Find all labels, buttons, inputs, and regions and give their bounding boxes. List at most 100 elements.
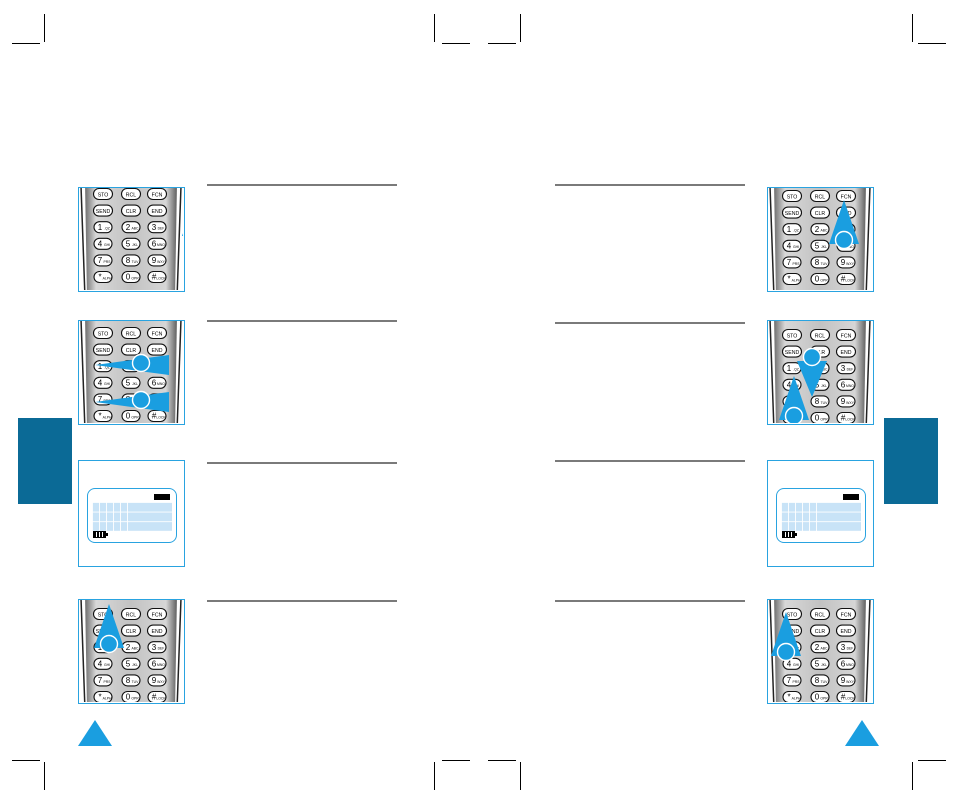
svg-text:WXY: WXY	[157, 260, 165, 264]
keypad-key: END	[146, 624, 168, 637]
keypad-illustration: STORCLFCNSENDCLREND1.QZ2ABC3DEF4GHI5JKL6…	[767, 320, 874, 425]
svg-text:JKL: JKL	[821, 245, 827, 249]
svg-text:#: #	[841, 275, 846, 284]
keypad-key: CLR	[809, 624, 831, 637]
svg-text:STO: STO	[98, 332, 109, 338]
keypad-key: CLR	[120, 624, 142, 637]
svg-text:PRS: PRS	[104, 680, 112, 684]
svg-text:6: 6	[152, 239, 157, 248]
svg-text:MNO: MNO	[157, 243, 165, 247]
svg-text:DEF: DEF	[847, 368, 854, 372]
svg-text:ABC: ABC	[132, 227, 140, 231]
svg-text:MNO: MNO	[846, 384, 854, 388]
keypad-key: RCL	[120, 188, 142, 201]
svg-text:WXY: WXY	[846, 401, 854, 405]
svg-text:GHI: GHI	[104, 243, 110, 247]
svg-text:FCN: FCN	[152, 332, 163, 338]
svg-text:0: 0	[815, 414, 820, 423]
svg-text:SEND: SEND	[96, 348, 111, 354]
svg-text:8: 8	[815, 397, 820, 406]
svg-text:LOCK: LOCK	[845, 417, 855, 421]
svg-text:CLR: CLR	[126, 209, 137, 215]
svg-text:OPR: OPR	[820, 417, 828, 421]
svg-text:WXY: WXY	[846, 680, 854, 684]
svg-text:FCN: FCN	[841, 613, 852, 619]
svg-text:3: 3	[152, 643, 157, 652]
svg-text:GHI: GHI	[104, 382, 110, 386]
svg-text:*: *	[787, 693, 790, 702]
step-rule	[555, 322, 745, 324]
svg-text:FCN: FCN	[841, 195, 852, 201]
svg-text:TUV: TUV	[132, 680, 140, 684]
svg-text:3: 3	[152, 223, 157, 232]
svg-text:PRS: PRS	[793, 680, 801, 684]
keypad-key: FCN	[835, 328, 857, 342]
svg-text:PRS: PRS	[104, 260, 112, 264]
svg-text:FCN: FCN	[152, 613, 163, 619]
svg-text:CLR: CLR	[815, 629, 826, 635]
svg-text:ABC: ABC	[132, 647, 140, 651]
keypad-key: RCL	[809, 189, 831, 203]
keypad-key: *ALPH	[93, 409, 113, 423]
svg-text:0: 0	[126, 693, 131, 702]
svg-text:MNO: MNO	[846, 663, 854, 667]
svg-text:*: *	[98, 412, 101, 421]
svg-text:0: 0	[126, 412, 131, 421]
svg-text:*: *	[98, 273, 101, 282]
keypad-key: 1.QZ	[782, 362, 802, 375]
keypad-key: #LOCK	[147, 690, 167, 703]
keypad-key: #LOCK	[836, 411, 856, 424]
keypad-key: RCL	[809, 607, 831, 621]
svg-text:.QZ: .QZ	[104, 366, 110, 370]
svg-text:MNO: MNO	[846, 245, 854, 249]
keypad-key: STO	[781, 328, 803, 342]
keypad-key: 1.QZ	[93, 221, 113, 234]
keypad-key: *ALPH	[782, 690, 802, 703]
keypad-svg: STORCLFCNSENDCLREND1.QZ2ABC3DEF4GHI5JKL6…	[80, 321, 182, 424]
keypad-illustration: STORCLFCNSENDCLREND1.QZ2ABC3DEF4GHI5JKL6…	[78, 599, 185, 704]
svg-text:8: 8	[815, 676, 820, 685]
keypad-key: CLR	[809, 206, 831, 219]
svg-text:GHI: GHI	[104, 663, 110, 667]
svg-text:ALPH: ALPH	[792, 696, 801, 700]
svg-text:.QZ: .QZ	[104, 227, 110, 231]
callout-pointer-icon	[797, 347, 827, 397]
svg-text:1: 1	[787, 225, 792, 234]
svg-text:7: 7	[98, 256, 103, 265]
svg-text:OPR: OPR	[820, 696, 828, 700]
step-rule	[207, 462, 397, 464]
svg-text:STO: STO	[787, 195, 798, 201]
svg-text:6: 6	[152, 378, 157, 387]
crop-mark	[442, 760, 470, 761]
keypad-svg: STORCLFCNSENDCLREND1.QZ2ABC3DEF4GHI5JKL6…	[80, 600, 182, 703]
keypad-key: *ALPH	[782, 272, 802, 286]
keypad-key: STO	[92, 188, 114, 201]
crop-mark	[918, 43, 946, 44]
keypad-svg: STORCLFCNSENDCLREND1.QZ2ABC3DEF4GHI5JKL6…	[769, 321, 871, 424]
svg-text:LOCK: LOCK	[156, 276, 166, 280]
crop-mark	[44, 762, 45, 790]
svg-text:5: 5	[126, 239, 131, 248]
keypad-key: FCN	[146, 188, 168, 201]
svg-text:END: END	[152, 209, 163, 215]
step-rule	[207, 184, 397, 186]
svg-text:STO: STO	[98, 613, 109, 619]
lcd-screen	[87, 488, 177, 543]
